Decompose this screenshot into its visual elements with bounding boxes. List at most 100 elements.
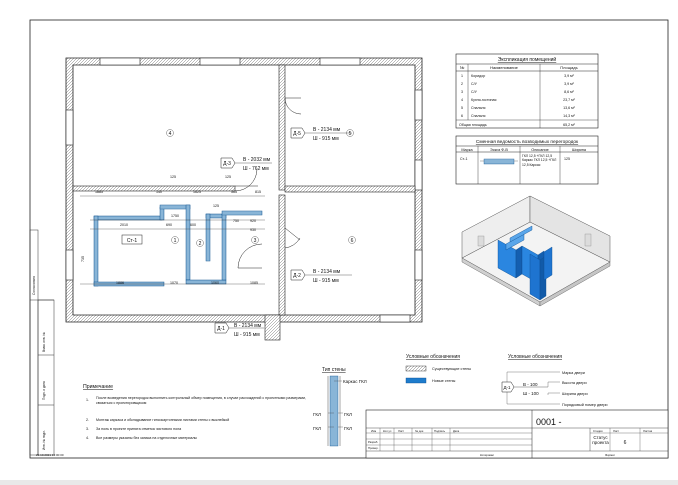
- note-item-2: Монтаж каркаса и обкладывание гипсокарто…: [96, 418, 229, 422]
- table-row: 3 С/У 8,6 м²: [461, 90, 575, 94]
- wall-type-frame: Каркас ГКЛ: [343, 379, 367, 384]
- legend-door-tag: Условные обозначения Д-1 В - 100 Ш - 100…: [501, 354, 608, 407]
- door-d2-label: Д-2: [293, 273, 301, 279]
- dim-565: 565: [231, 190, 237, 194]
- table-row: 4 Кухня-гостиная 23,7 м²: [461, 98, 576, 102]
- partitions-header-desc: Описание: [531, 148, 548, 152]
- dim-815: 815: [255, 190, 261, 194]
- row-2-area: 3,9 м²: [564, 82, 574, 86]
- row-5-no: 5: [461, 106, 463, 110]
- partition-width: 125: [564, 157, 570, 161]
- legend2-height: В - 100: [523, 382, 538, 387]
- tb-col-kolch: Кол.уч: [383, 429, 392, 433]
- note-number-1: 1.: [86, 398, 89, 402]
- partition-sketch: [480, 158, 518, 165]
- tb-row-prover: Провер.: [368, 446, 379, 450]
- note-number-2: 2.: [86, 418, 89, 422]
- dim-735: 735: [81, 256, 85, 262]
- dim-920: 920: [250, 219, 256, 223]
- existing-internal-walls: [72, 64, 416, 341]
- door-d5-width: Ш - 915 мм: [313, 136, 339, 142]
- tb-copied: Копировал: [480, 453, 494, 457]
- door-d5-height: В - 2134 мм: [313, 127, 341, 133]
- dim-2010: 2010: [120, 223, 128, 227]
- tb-col-izm: Изм: [371, 429, 376, 433]
- note-number-3: 3.: [86, 427, 89, 431]
- tb-format: Формат: [605, 453, 616, 457]
- legend2-mark: Марка двери: [562, 371, 585, 375]
- door-d2-width: Ш - 915 мм: [313, 278, 339, 284]
- room-1-number: 1: [174, 238, 177, 244]
- legend2-title: Условные обозначения: [508, 354, 562, 360]
- dim-690: 690: [166, 223, 172, 227]
- tb-sheets-label: Листов: [643, 429, 653, 433]
- legend-new-label: Новые стены: [432, 379, 456, 383]
- door-d1-height: В - 2134 мм: [234, 323, 262, 329]
- legend-existing-swatch: [405, 365, 427, 372]
- dim-1625: 1625: [193, 190, 201, 194]
- note-item-4: Все размеры указаны без запаса на отдело…: [96, 436, 197, 440]
- wall-type-gkl-left-2: ГКЛ: [313, 426, 321, 431]
- legend-existing-label: Существующие стены: [432, 367, 471, 371]
- side-stamp: Взам. инв. № Подп. и дата Инв. № подл. С…: [29, 229, 55, 456]
- wall-type-gkl-right-2: ГКЛ: [344, 426, 352, 431]
- room-3-number: 3: [254, 238, 257, 244]
- side-note: Согласовано: [32, 276, 36, 295]
- row-1-name: Коридор: [471, 74, 485, 78]
- isometric-3d-view: [461, 195, 611, 307]
- partitions-header-sketch: Эскиз Ф-В: [490, 148, 508, 152]
- dim-1886: 1886: [116, 281, 124, 285]
- notes-block: Примечание 1. После возведения перегород…: [83, 384, 306, 440]
- tb-sheet-number: 6: [624, 440, 627, 446]
- door-d1-label: Д-1: [217, 326, 225, 332]
- row-4-area: 23,7 м²: [563, 98, 575, 102]
- legend1-title: Условные обозначения: [406, 354, 460, 360]
- dim-125c: 125: [213, 204, 219, 208]
- table-row: 5 Спальня 13,6 м²: [461, 106, 576, 110]
- tb-col-list: Лист: [398, 429, 405, 433]
- dimension-texts: 1885 140 1625 565 815 125 125 125 2010 6…: [81, 175, 261, 285]
- windows: [65, 57, 423, 323]
- tb-sheet-label: Лист: [613, 429, 620, 433]
- tb-col-date: Дата: [453, 429, 460, 433]
- side-label-1: Взам. инв. №: [42, 332, 46, 352]
- row-6-no: 6: [461, 114, 463, 118]
- row-2-no: 2: [461, 82, 463, 86]
- wall-type-gkl-left-1: ГКЛ: [313, 412, 321, 417]
- row-2-name: С/У: [471, 82, 478, 86]
- wall-type-section: [329, 375, 339, 447]
- explication-total-value: 65,2 м²: [563, 123, 575, 127]
- explication-header-no: №: [460, 65, 464, 70]
- note-item-3: За ноль в проекте принята отметка чистов…: [96, 427, 181, 431]
- partitions-header-mark: Марка: [461, 148, 473, 152]
- door-d3-width: Ш - 762 мм: [243, 166, 269, 172]
- legend2-width-lbl: Ширина двери: [562, 392, 588, 396]
- room-2-number: 2: [199, 241, 202, 247]
- iso-partitions: [497, 225, 553, 301]
- door-swings: [234, 97, 302, 269]
- date-stamp: 21.10.2021 13:00:00: [36, 453, 64, 457]
- row-1-no: 1: [461, 74, 463, 78]
- explication-table: Экспликация помещений № Наименование Пло…: [455, 53, 599, 129]
- explication-rows: 1 Коридор 3,9 м² 2 С/У 3,9 м² 3 С/У 8,6 …: [456, 74, 598, 127]
- room-6-number: 6: [351, 238, 354, 244]
- note-number-4: 4.: [86, 436, 89, 440]
- dim-1085: 1085: [250, 281, 258, 285]
- dim-1750: 1750: [171, 214, 179, 218]
- tb-row-razrab: Разраб.: [368, 440, 378, 444]
- row-4-no: 4: [461, 98, 463, 102]
- door-d5-label: Д-5: [293, 131, 301, 137]
- notes-title: Примечание: [83, 384, 113, 390]
- door-d2-height: В - 2134 мм: [313, 269, 341, 275]
- row-3-name: С/У: [471, 90, 478, 94]
- table-row: 6 Спальня 14,3 м²: [461, 114, 576, 118]
- floor-plan: 4 5 6 1 2 3 Ст-1 1885 140 1625 565 81: [65, 57, 423, 341]
- row-5-name: Спальня: [471, 106, 485, 110]
- partitions-header-width: Ширина: [572, 148, 587, 152]
- table-row: 2 С/У 3,9 м²: [461, 82, 575, 86]
- dim-1885: 1885: [95, 190, 103, 194]
- room-labels: 4 5 6 1 2 3: [166, 129, 356, 247]
- door-d3-height: В - 2032 мм: [243, 157, 271, 163]
